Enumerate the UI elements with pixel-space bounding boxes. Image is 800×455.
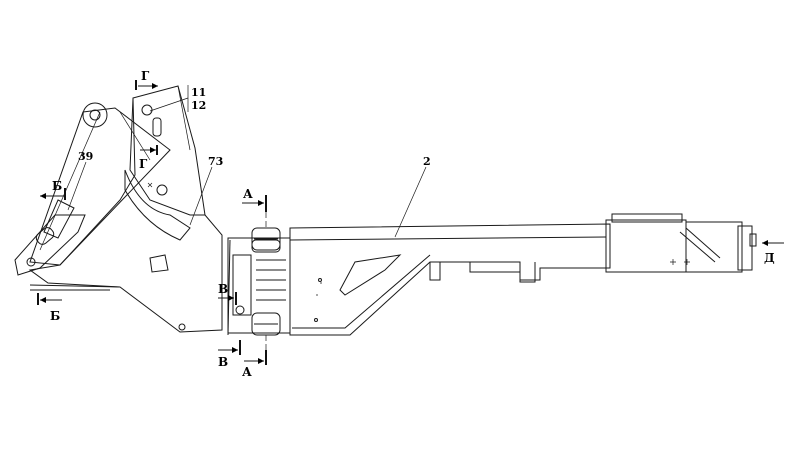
leader-line	[189, 166, 213, 226]
callout-11-12: 11 12	[149, 85, 206, 112]
left-foot	[14, 214, 86, 276]
bracket-bottom-hole	[178, 323, 186, 331]
beam-marks	[316, 282, 322, 296]
section-label: Г	[141, 69, 150, 83]
leader-line	[67, 161, 87, 211]
section-g-bottom: Г	[139, 145, 158, 171]
callout-2: 2	[394, 155, 431, 238]
right-end-block	[605, 213, 757, 273]
top-hinge-lug	[82, 102, 108, 128]
callout-73: 73	[189, 155, 223, 226]
beam-lower-inner	[292, 254, 431, 329]
pin-hole-11	[141, 104, 153, 116]
end-block-left	[605, 219, 687, 273]
arrow-head	[228, 295, 234, 301]
callout-12: 12	[191, 99, 206, 112]
main-bracket-plate	[28, 85, 223, 333]
section-b-bottom: Б	[37, 293, 62, 323]
hinge-plates	[256, 259, 286, 301]
beam-lower-bracket-r	[519, 262, 536, 283]
upper-knuckle-2	[251, 239, 281, 253]
section-v-top: В	[218, 282, 237, 305]
arm-inner-edge	[39, 111, 101, 251]
section-a-top: А	[242, 187, 267, 228]
callout-2-label: 2	[423, 155, 431, 168]
beam-dot-2	[314, 318, 318, 322]
end-cap	[737, 225, 753, 271]
end-block-right	[686, 221, 743, 273]
plate-39	[43, 199, 75, 239]
section-label: Б	[52, 179, 62, 193]
arrow-head	[232, 347, 238, 353]
arrow-head	[40, 297, 46, 303]
main-beam-2	[289, 223, 611, 336]
section-label: А	[242, 365, 252, 379]
beam-lower-bracket-m	[469, 262, 520, 273]
arrow-head	[150, 147, 156, 153]
curved-gusset	[124, 169, 191, 241]
beam-lightening-hole	[339, 254, 402, 296]
callout-11: 11	[191, 86, 206, 99]
foot-hole	[26, 257, 36, 267]
beam-dot-1	[318, 278, 322, 282]
section-label: В	[218, 282, 228, 296]
upper-knuckle	[251, 227, 281, 251]
arm-rib	[119, 111, 151, 161]
leader-line	[149, 97, 189, 112]
section-v-bottom: В	[218, 340, 241, 369]
callout-73-label: 73	[208, 155, 223, 168]
left-bracket-assembly	[14, 85, 223, 333]
end-block-diagonal	[679, 227, 721, 263]
section-a-bottom: А	[242, 335, 267, 379]
beam-outline	[289, 223, 611, 336]
end-block-top	[611, 213, 683, 223]
beam-top-inner	[289, 236, 607, 241]
end-cross-marks	[670, 259, 690, 265]
section-label: Б	[50, 309, 60, 323]
arrow-head	[258, 358, 264, 364]
end-pin	[749, 233, 757, 247]
view-label: Д	[764, 251, 775, 265]
bracket-inner-line	[129, 97, 205, 216]
slot-hole-39	[35, 227, 55, 245]
callout-39-label: 39	[78, 150, 93, 163]
lower-strip	[29, 284, 121, 288]
section-b-top: Б	[40, 179, 66, 200]
section-g-top: Г	[135, 69, 158, 90]
section-label: А	[243, 187, 253, 201]
hinge-knuckle-assembly	[227, 227, 291, 336]
hinge-left-edge	[227, 239, 231, 336]
inclined-arm	[29, 107, 171, 266]
leader-line	[394, 166, 427, 238]
view-d-arrow: Д	[762, 240, 784, 265]
arrow-head	[40, 193, 46, 199]
beam-lower-bracket-l	[429, 262, 441, 281]
arrow-head	[258, 200, 264, 206]
pin-12	[152, 117, 162, 137]
hinge-bolt	[235, 305, 245, 315]
section-label: Г	[139, 157, 148, 171]
bracket-window	[149, 254, 169, 273]
bracket-edge	[177, 85, 191, 151]
callout-39: 39	[67, 150, 93, 211]
section-label: В	[218, 355, 228, 369]
arrow-head	[762, 240, 768, 246]
cross-mark-1	[147, 182, 153, 188]
bracket-hole	[156, 184, 168, 196]
arrow-head	[152, 83, 158, 89]
hinge-inner-plate	[232, 254, 252, 316]
